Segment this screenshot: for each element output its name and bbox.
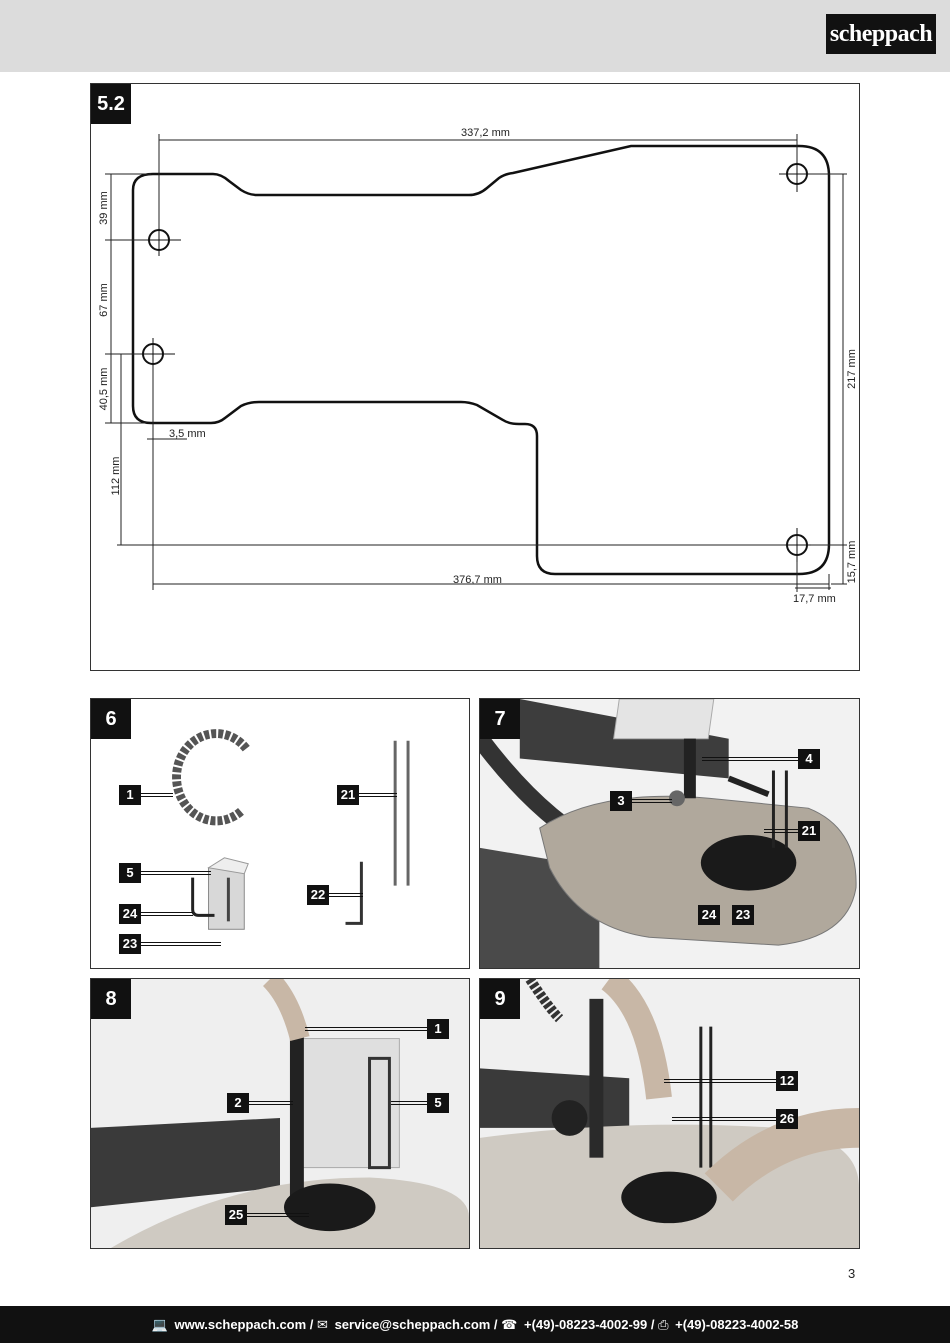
figure-6-panel: 6 1 5 24 23 21 22 [90, 698, 470, 969]
callout-leader [359, 793, 397, 797]
callout-21: 21 [798, 821, 820, 841]
dim-left-67: 67 mm [98, 283, 110, 317]
callout-leader [249, 1101, 293, 1105]
dim-right-217: 217 mm [846, 349, 858, 389]
figure-7-panel: 7 4 3 21 24 23 [479, 698, 860, 969]
page-number: 3 [848, 1266, 856, 1281]
computer-icon: 💻 [151, 1317, 168, 1332]
figure-label: 7 [480, 699, 520, 739]
phone-number: +(49)-08223-4002-99 / [524, 1317, 655, 1332]
saw-photo-blade-insert [480, 979, 859, 1248]
callout-leader [329, 893, 363, 897]
header-band [0, 0, 950, 72]
callout-24: 24 [698, 905, 720, 925]
callout-leader [305, 1027, 427, 1031]
callout-4: 4 [798, 749, 820, 769]
callout-leader [632, 799, 672, 803]
dim-top-width: 337,2 mm [461, 127, 510, 139]
dim-right-15-7: 15,7 mm [846, 541, 858, 584]
fax-icon: ⎙ [658, 1317, 669, 1332]
callout-leader [141, 793, 173, 797]
website-link[interactable]: www.scheppach.com / [174, 1317, 314, 1332]
callout-2: 2 [227, 1093, 249, 1113]
callout-leader [141, 942, 221, 946]
callout-22: 22 [307, 885, 329, 905]
callout-24: 24 [119, 904, 141, 924]
figure-label: 5.2 [91, 84, 131, 124]
template-drawing: 337,2 mm 39 mm 67 mm 40,5 mm 112 mm 3,5 … [98, 127, 858, 605]
callout-21: 21 [337, 785, 359, 805]
callout-26: 26 [776, 1109, 798, 1129]
callout-leader [247, 1213, 309, 1217]
dim-left-112: 112 mm [110, 457, 122, 496]
figure-label: 8 [91, 979, 131, 1019]
email-link[interactable]: service@scheppach.com / [334, 1317, 498, 1332]
dim-left-40-5: 40,5 mm [98, 368, 110, 411]
callout-leader [702, 757, 798, 761]
figure-label: 9 [480, 979, 520, 1019]
callout-5: 5 [119, 863, 141, 883]
callout-5: 5 [427, 1093, 449, 1113]
figure-5-2-panel: 5.2 [90, 83, 860, 671]
callout-leader [141, 871, 211, 875]
callout-1: 1 [119, 785, 141, 805]
scheppach-logo: scheppach [826, 14, 936, 54]
callout-leader [672, 1117, 776, 1121]
callout-12: 12 [776, 1071, 798, 1091]
callout-3: 3 [610, 791, 632, 811]
figure-8-panel: 8 1 2 5 25 [90, 978, 470, 1249]
dim-left-39: 39 mm [98, 191, 110, 225]
callout-23: 23 [732, 905, 754, 925]
saw-photo-blade-mount [480, 699, 859, 968]
callout-23: 23 [119, 934, 141, 954]
callout-leader [141, 912, 193, 916]
footer-bar: 💻 www.scheppach.com / ✉ service@scheppac… [0, 1306, 950, 1343]
figure-label: 6 [91, 699, 131, 739]
callout-leader [664, 1079, 776, 1083]
dim-bottom-width: 376,7 mm [453, 574, 502, 586]
fax-number: +(49)-08223-4002-58 [675, 1317, 799, 1332]
phone-icon: ☎ [501, 1317, 518, 1332]
callout-1: 1 [427, 1019, 449, 1039]
dim-offset-3-5: 3,5 mm [169, 428, 206, 440]
callout-leader [391, 1101, 427, 1105]
accessories-illustration [172, 729, 410, 930]
email-icon: ✉ [317, 1317, 328, 1332]
figure-9-panel: 9 12 26 [479, 978, 860, 1249]
dim-bottom-17-7: 17,7 mm [793, 593, 836, 605]
saw-photo-guard-install [91, 979, 469, 1248]
callout-25: 25 [225, 1205, 247, 1225]
callout-leader [764, 829, 798, 833]
